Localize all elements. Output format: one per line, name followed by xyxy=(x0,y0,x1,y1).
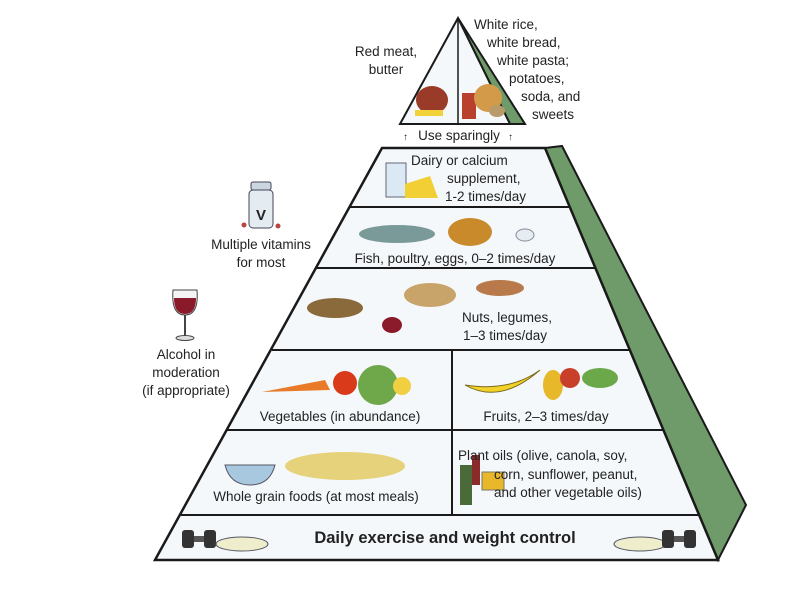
whole-grain-illustration xyxy=(224,452,405,486)
oils-illustration xyxy=(460,455,505,505)
dairy-label: Dairy or calcium xyxy=(411,153,508,168)
oils-label: corn, sunflower, peanut, xyxy=(494,467,637,482)
dairy-illustration xyxy=(385,162,438,198)
oils-label: and other vegetable oils) xyxy=(494,485,642,500)
vitamins-note: for most xyxy=(237,255,286,270)
refined-carbs-label: potatoes, xyxy=(509,71,565,86)
use-sparingly-label: Use sparingly xyxy=(418,128,500,143)
refined-carbs-label: White rice, xyxy=(474,17,538,32)
vitamins-note: Multiple vitamins xyxy=(211,237,311,252)
refined-carbs-label: soda, and xyxy=(521,89,580,104)
dairy-label: 1-2 times/day xyxy=(445,189,526,204)
fruits-illustration xyxy=(464,368,618,400)
base-label: Daily exercise and weight control xyxy=(314,529,575,547)
alcohol-note: Alcohol in xyxy=(157,347,216,362)
dumbbell-sneaker-left xyxy=(182,530,269,552)
refined-carbs-illustration xyxy=(462,84,505,119)
up-arrow-icon: ↑ xyxy=(403,132,408,143)
alcohol-note: moderation xyxy=(152,365,220,380)
refined-carbs-label: white pasta; xyxy=(496,53,569,68)
up-arrow-icon: ↑ xyxy=(508,132,513,143)
vegetables-label: Vegetables (in abundance) xyxy=(260,409,421,424)
dairy-label: supplement, xyxy=(447,171,521,186)
protein-label: Fish, poultry, eggs, 0–2 times/day xyxy=(355,251,556,266)
fruits-label: Fruits, 2–3 times/day xyxy=(483,409,609,424)
fish-poultry-illustration xyxy=(359,218,535,246)
alcohol-note: (if appropriate) xyxy=(142,383,230,398)
grains-label: Whole grain foods (at most meals) xyxy=(213,489,419,504)
dumbbell-sneaker-right xyxy=(613,530,696,552)
refined-carbs-label: white bread, xyxy=(486,35,561,50)
wine-glass-icon xyxy=(172,289,198,341)
vitamin-bottle-icon: V xyxy=(241,181,281,229)
nuts-legumes-illustration xyxy=(307,280,524,333)
refined-carbs-label: sweets xyxy=(532,107,574,122)
vegetables-illustration xyxy=(262,365,411,405)
vitamin-label: V xyxy=(256,207,266,224)
nuts-label: Nuts, legumes, xyxy=(462,310,552,325)
tier-dividers xyxy=(181,206,699,516)
red-meat-label: Red meat, xyxy=(355,44,417,59)
nuts-label: 1–3 times/day xyxy=(463,328,547,343)
pyramid-front-face xyxy=(152,146,720,562)
red-meat-illustration xyxy=(415,86,448,116)
red-meat-label: butter xyxy=(369,62,404,77)
oils-label: Plant oils (olive, canola, soy, xyxy=(458,448,627,463)
